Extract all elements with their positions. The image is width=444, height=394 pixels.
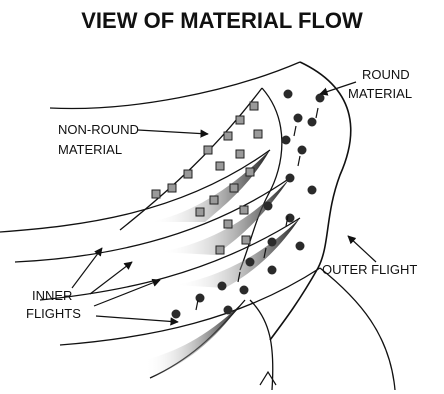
- outer-flight-label: OUTER FLIGHT: [322, 262, 417, 277]
- non-round-particle-icon: [250, 102, 258, 110]
- round-particle-icon: [264, 202, 273, 211]
- inner-flights-label-line2: FLIGHTS: [26, 306, 81, 321]
- round-particle-icon: [284, 90, 293, 99]
- non-round-material-label-line1: NON-ROUND: [58, 122, 139, 137]
- lower-support-curve-2: [320, 268, 395, 390]
- round-particle-icon: [240, 286, 249, 295]
- outer-flight-curve: [270, 62, 351, 340]
- non-round-particle-icon: [196, 208, 204, 216]
- inner-flight-leader-arrow-2: [90, 262, 132, 294]
- lower-support-curve: [250, 300, 273, 390]
- non-round-leader-arrow: [138, 130, 208, 134]
- non-round-particle-icon: [168, 184, 176, 192]
- round-particle-icon: [298, 146, 307, 155]
- round-particle-icon: [246, 258, 255, 267]
- inner-flights-label-line1: INNER: [32, 288, 72, 303]
- flight-shelf-bottom: [60, 268, 320, 345]
- round-particle-icon: [296, 242, 305, 251]
- round-particle-icon: [218, 282, 227, 291]
- diagram-title: VIEW OF MATERIAL FLOW: [81, 8, 363, 33]
- round-particle-icon: [308, 118, 317, 127]
- round-particle-icon: [172, 310, 181, 319]
- non-round-particle-icon: [236, 150, 244, 158]
- round-particle-icon: [282, 136, 291, 145]
- non-round-particle-icon: [230, 184, 238, 192]
- inner-flight-leader-arrow-4: [96, 316, 178, 322]
- round-material-label-line1: ROUND: [362, 67, 410, 82]
- round-particle-icon: [224, 306, 233, 315]
- non-round-particle-icon: [236, 116, 244, 124]
- non-round-particle-icon: [204, 146, 212, 154]
- round-particle-icon: [286, 174, 295, 183]
- non-round-particle-icon: [210, 196, 218, 204]
- non-round-particle-icon: [152, 190, 160, 198]
- non-round-particle-icon: [224, 132, 232, 140]
- outer-flight-leader-arrow: [348, 236, 376, 262]
- non-round-particle-icon: [224, 220, 232, 228]
- round-particle-icon: [294, 114, 303, 123]
- round-particle-icon: [196, 294, 205, 303]
- non-round-particle-icon: [254, 130, 262, 138]
- non-round-material-label-line2: MATERIAL: [58, 142, 122, 157]
- round-material-label-line2: MATERIAL: [348, 86, 412, 101]
- round-particle-icon: [316, 94, 325, 103]
- inner-flight-leader-arrow-1: [72, 248, 102, 288]
- top-flight-arc: [50, 62, 300, 109]
- bottom-tick-left: [260, 372, 276, 385]
- flight-bottom-shade: [145, 305, 240, 378]
- non-round-particle-icon: [242, 236, 250, 244]
- round-particle-icon: [268, 266, 277, 275]
- round-particle-icon: [308, 186, 317, 195]
- non-round-particle-icon: [216, 246, 224, 254]
- non-round-particle-icon: [240, 206, 248, 214]
- non-round-particle-icon: [184, 170, 192, 178]
- non-round-particle-icon: [246, 168, 254, 176]
- non-round-particle-icon: [216, 162, 224, 170]
- round-particle-icon: [268, 238, 277, 247]
